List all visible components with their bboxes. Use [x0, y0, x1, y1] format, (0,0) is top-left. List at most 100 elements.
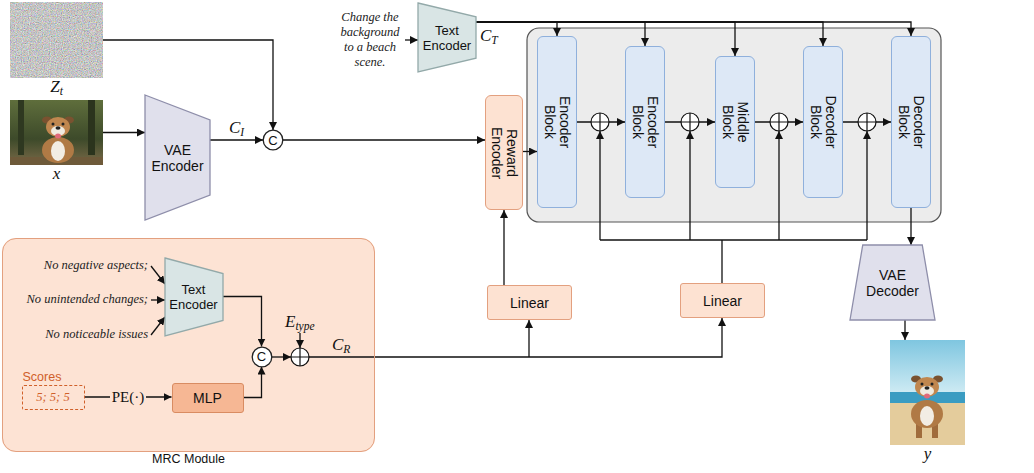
concat-symbol: C: [257, 349, 266, 364]
reward-text-holder: No noticeable issues: [10, 327, 148, 342]
mrc-ground: [2, 238, 375, 452]
module-title-text: MRC Module: [3, 452, 374, 467]
concat-wire: [272, 356, 291, 357]
skip-wire: [599, 131, 600, 240]
edge-label-text: PE(·): [110, 389, 147, 406]
arrow-connector: [244, 367, 262, 398]
image-panel: y: [890, 340, 965, 445]
feature-symbol: CR: [332, 336, 350, 354]
shape-name: VAE Decoder: [854, 267, 931, 299]
skip-wire: [721, 240, 722, 283]
block-name: Middle Block: [720, 91, 750, 153]
rotated-label: Encoder Block: [542, 91, 572, 153]
score-heading-text: Scores: [23, 370, 62, 385]
block-name: Decoder Block: [808, 91, 838, 153]
concat-symbol: C: [268, 133, 277, 148]
prompt-wire: [405, 39, 418, 40]
text-wire: [151, 317, 165, 335]
edge-label: PE(·): [110, 389, 147, 406]
arrow-connector: [283, 139, 485, 140]
skip-wire: [689, 131, 690, 240]
unet-container: [527, 28, 941, 222]
skip-wire: [866, 131, 867, 240]
module-box: Linear: [487, 285, 572, 320]
rotated-label: Middle Block: [720, 91, 750, 153]
network-block: Encoder Block: [625, 46, 665, 198]
concat-circle: C: [252, 347, 272, 367]
skip-bus: [600, 239, 867, 240]
feature-symbol: CT: [480, 27, 498, 45]
feature-symbol-holder: CT: [480, 27, 498, 45]
arrow-connector: [476, 22, 911, 36]
box-name: Linear: [510, 295, 549, 311]
wires: [151, 40, 867, 357]
network-block: Decoder Block: [891, 36, 931, 208]
rotated-label: Decoder Block: [896, 91, 926, 153]
decoder-trapezoid: VAE Decoder: [850, 245, 935, 320]
encoder-trapezoid: Text Encoder: [165, 258, 223, 336]
box-name: MLP: [193, 390, 222, 406]
feature-symbol-holder: CR: [332, 336, 350, 354]
feature-symbol-holder: Etype: [285, 313, 315, 331]
shape-name: Text Encoder: [422, 23, 472, 53]
arrow-connector: [210, 139, 263, 140]
network-block: Reward Encoder: [485, 95, 523, 210]
arrow-connector: [910, 208, 911, 245]
module-box: MLP: [172, 383, 244, 413]
text-wire: [151, 299, 165, 300]
skip-wire: [778, 131, 779, 240]
type-wire: [299, 333, 300, 348]
encoder-trapezoid: Text Encoder: [418, 3, 476, 72]
instruction-text-holder: Change the background to a beach scene.: [337, 10, 403, 70]
image-label-text: y: [890, 445, 965, 463]
box-name: Linear: [703, 293, 742, 309]
score-values: 5; 5; 5: [36, 390, 69, 405]
arrow-connector: [503, 210, 504, 285]
noise-image: [10, 2, 103, 78]
image-panel: Zt: [10, 2, 103, 78]
reward-text: No unintended changes;: [10, 292, 148, 307]
arrow-connector: [904, 320, 905, 340]
encoder-trapezoid: VAE Encoder: [145, 95, 210, 220]
image-label: Zt: [10, 78, 103, 96]
image-label: y: [890, 445, 965, 463]
concat-circle: C: [263, 130, 283, 150]
edge-label: CI: [229, 119, 244, 137]
reward-text: No noticeable issues: [10, 327, 148, 342]
module-box: Linear: [680, 283, 765, 318]
module-title: MRC Module: [3, 452, 374, 467]
network-block: Encoder Block: [537, 36, 577, 208]
arrow-connector: [476, 22, 823, 46]
network-block: Middle Block: [715, 56, 755, 188]
arrow-connector: [223, 297, 262, 347]
image-label-text: x: [10, 165, 103, 183]
shape-name: Text Encoder: [169, 282, 219, 312]
reward-text: No negative aspects;: [10, 258, 148, 273]
image-panel: x: [10, 100, 103, 165]
image-label: x: [10, 165, 103, 183]
score-heading: Scores: [23, 370, 62, 385]
rotated-label: Encoder Block: [630, 91, 660, 153]
add-symbols: [291, 113, 876, 366]
shape-name: VAE Encoder: [149, 142, 206, 174]
reward-wire: [528, 320, 529, 357]
dog-photo: [10, 100, 103, 165]
reward-text-holder: No unintended changes;: [10, 292, 148, 307]
arrow-connector: [103, 132, 145, 133]
block-name: Reward Encoder: [489, 122, 519, 184]
score-box: Scores5; 5; 5: [22, 385, 85, 410]
rotated-label: Decoder Block: [808, 91, 838, 153]
arrow-connector: [523, 151, 537, 152]
network-block: Decoder Block: [803, 46, 843, 198]
text-wire: [151, 266, 165, 284]
feature-symbol: Etype: [285, 313, 315, 331]
block-name: Encoder Block: [542, 91, 572, 153]
block-name: Encoder Block: [630, 91, 660, 153]
block-name: Decoder Block: [896, 91, 926, 153]
